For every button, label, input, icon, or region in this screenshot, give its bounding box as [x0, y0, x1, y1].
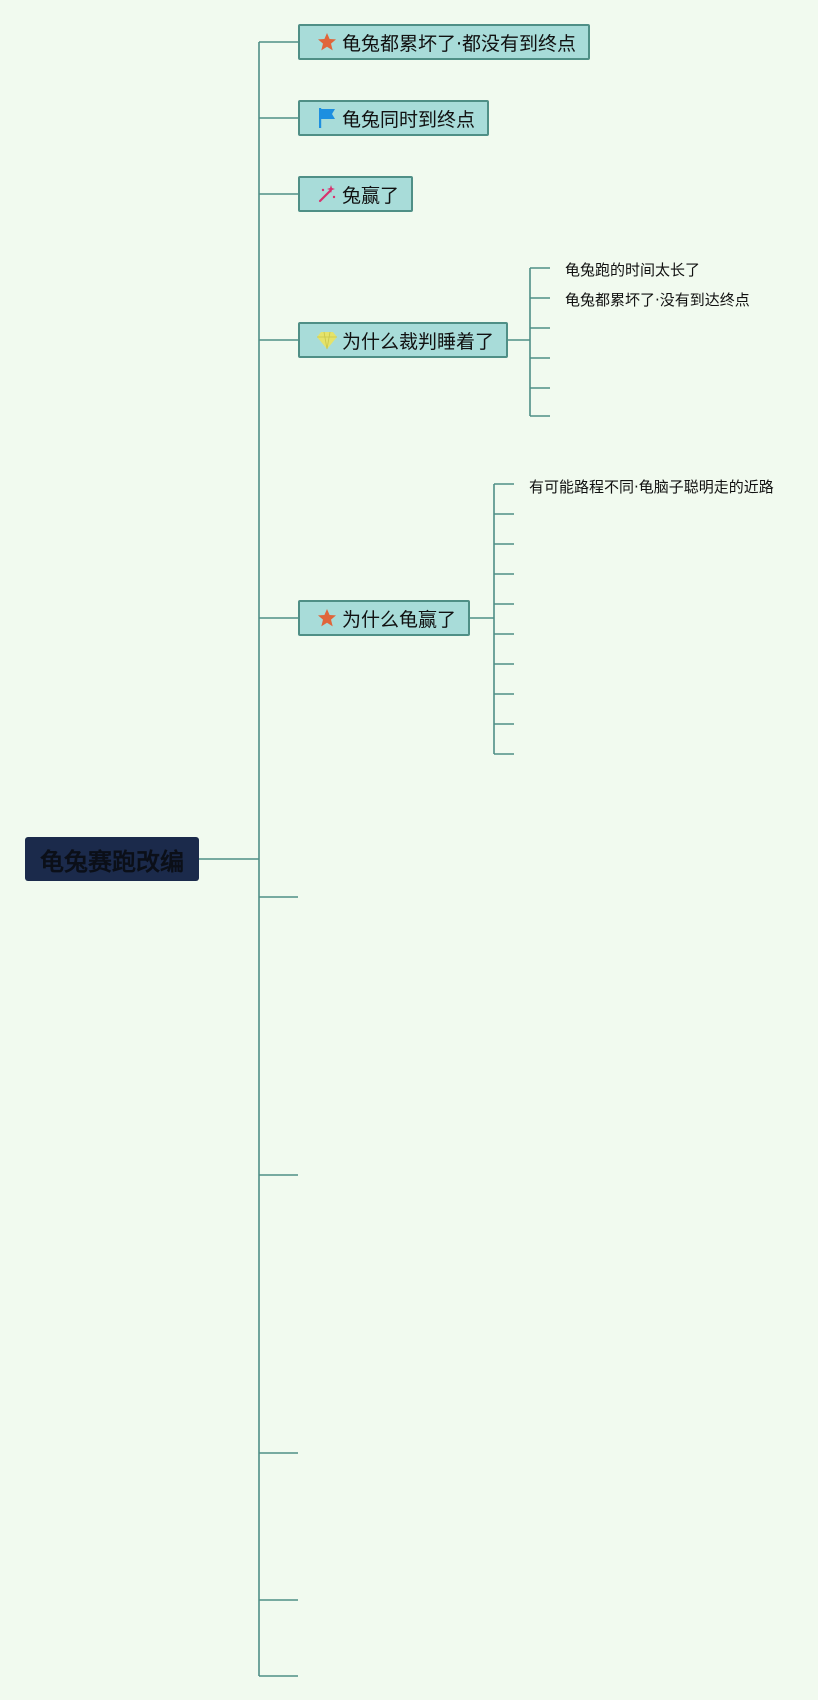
- topic-label: 龟兔都累坏了·都没有到终点: [342, 32, 577, 55]
- topic-rabbit-wins[interactable]: 兔赢了: [298, 176, 414, 212]
- root-topic[interactable]: 龟兔赛跑改编: [25, 837, 199, 881]
- topic-tie-finish[interactable]: 龟兔同时到终点: [298, 100, 490, 136]
- subtopic-leaf[interactable]: 龟兔都累坏了·没有到达终点: [565, 291, 750, 309]
- topic-why-turtle-won[interactable]: 为什么龟赢了: [298, 600, 471, 636]
- subtopic-leaf[interactable]: 龟兔跑的时间太长了: [565, 261, 701, 279]
- topic-tired-no-finish[interactable]: 龟兔都累坏了·都没有到终点: [298, 24, 591, 60]
- star-icon: [316, 607, 338, 629]
- subtopic-leaf[interactable]: 有可能路程不同·龟脑子聪明走的近路: [529, 478, 774, 496]
- magic-wand-icon: [316, 183, 338, 205]
- flag-icon: [316, 107, 338, 129]
- topic-why-referee-slept[interactable]: 为什么裁判睡着了: [298, 322, 509, 358]
- topic-label: 为什么龟赢了: [342, 608, 457, 631]
- star-icon: [316, 31, 338, 53]
- topic-label: 兔赢了: [342, 184, 400, 207]
- topic-label: 龟兔同时到终点: [342, 108, 476, 131]
- root-topic-label: 龟兔赛跑改编: [40, 847, 184, 876]
- gem-icon: [316, 329, 338, 351]
- topic-label: 为什么裁判睡着了: [342, 330, 495, 353]
